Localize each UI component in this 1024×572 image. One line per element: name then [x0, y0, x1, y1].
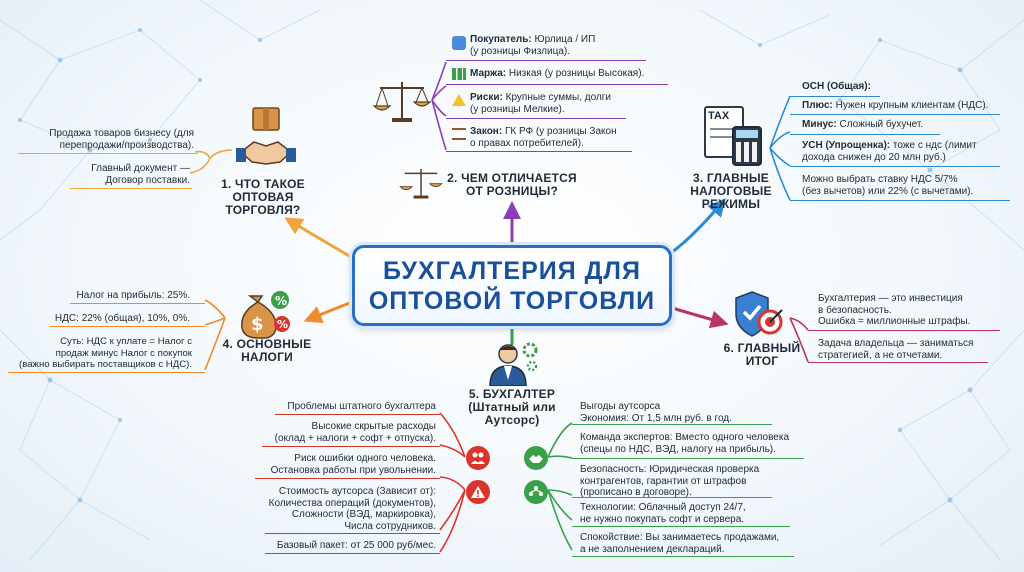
staff-item-3: Риск ошибки одного человека. Остановка р…: [270, 453, 436, 476]
s1-item-2-underline: [70, 188, 192, 189]
staff-item-1-underline: [275, 414, 440, 415]
s4-item-1-underline: [70, 303, 205, 304]
s3-item-4: УСН (Упрощенка): тоже с ндс (лимит доход…: [802, 140, 977, 163]
outsource-item-1-underline: [572, 424, 772, 425]
staff-item-1: Проблемы штатного бухгалтера: [287, 401, 436, 412]
s2-item-1-underline: [446, 60, 646, 61]
bar-chart-icon: [452, 68, 466, 80]
s2-item-3-label: Риски:: [470, 92, 503, 103]
svg-text:%: %: [277, 318, 288, 331]
tax-label: TAX: [708, 110, 730, 122]
s3-item-1: ОСН (Общая):: [802, 81, 871, 92]
people-icon: [452, 36, 466, 50]
scales-icon: [399, 168, 443, 199]
staff-item-5: Базовый пакет: от 25 000 руб/мес.: [276, 540, 436, 551]
staff-item-2: Высокие скрытые расходы (оклад + налоги …: [274, 421, 436, 444]
outsource-item-1: Выгоды аутсорса Экономия: От 1,5 млн руб…: [580, 401, 732, 424]
staff-item-4: Стоимость аутсорса (Зависит от): Количес…: [268, 486, 436, 532]
s6-item-1-underline: [808, 330, 1000, 331]
s1-item-1: Продажа товаров бизнесу (для перепродажи…: [49, 128, 194, 151]
s2-item-2-text: Низкая (у розницы Высокая).: [506, 68, 645, 79]
s2-item-4-label: Закон:: [470, 126, 503, 137]
section-2-title: 2. ЧЕМ ОТЛИЧАЕТСЯ ОТ РОЗНИЦЫ?: [447, 171, 577, 198]
section-5-title: 5. БУХГАЛТЕР (Штатный или Аутсорс): [468, 387, 556, 427]
tax-calculator-icon: TAX: [704, 106, 768, 168]
outsource-item-5-underline: [572, 556, 794, 557]
s1-item-2: Главный документ — Договор поставки.: [91, 163, 190, 186]
outsource-item-2: Команда экспертов: Вместо одного человек…: [580, 432, 790, 455]
s3-item-5: Можно выбрать ставку НДС 5/7% (без вычет…: [802, 174, 974, 197]
handshake-box-icon: [236, 107, 296, 165]
s3-item-1-underline: [790, 96, 880, 97]
s1-item-1-underline: [18, 153, 198, 154]
center-title-box: БУХГАЛТЕРИЯ ДЛЯ ОПТОВОЙ ТОРГОВЛИ: [352, 245, 672, 326]
s4-item-3: Суть: НДС к уплате = Налог с продаж мину…: [19, 336, 192, 370]
s2-item-1-label: Покупатель:: [470, 34, 532, 45]
money-bag-percent-icon: $ % %: [241, 291, 290, 339]
staff-warning-icon: [466, 480, 490, 504]
s6-item-1: Бухгалтерия — это инвестиция в безопасно…: [818, 293, 971, 327]
s4-item-1: Налог на прибыль: 25%.: [76, 290, 190, 301]
center-title-line1: БУХГАЛТЕРИЯ ДЛЯ: [383, 256, 641, 285]
s2-item-3-underline: [446, 118, 626, 119]
scales-icon: [452, 128, 466, 140]
s2-item-2-label: Маржа:: [470, 68, 507, 79]
section-6-title: 6. ГЛАВНЫЙ ИТОГ: [723, 341, 801, 368]
scales-icon: [372, 82, 432, 122]
staff-item-4-underline: [265, 533, 440, 534]
s2-item-3-text: Крупные суммы, долги (у розницы Мелкие).: [470, 92, 612, 115]
section-3-title: 3. ГЛАВНЫЕ НАЛОГОВЫЕ РЕЖИМЫ: [690, 171, 772, 211]
shield-target-icon: [735, 291, 783, 337]
accountant-gears-icon: [489, 342, 538, 386]
outsource-handshake-icon: [524, 446, 548, 470]
outsource-item-5: Спокойствие: Вы занимаетесь продажами, а…: [580, 532, 780, 555]
outsource-team-icon: [524, 480, 548, 504]
section-4-title: 4. ОСНОВНЫЕ НАЛОГИ: [222, 337, 312, 364]
outsource-item-4-underline: [572, 526, 790, 527]
staff-item-2-underline: [262, 446, 440, 447]
s6-item-2-underline: [808, 362, 988, 363]
s2-item-1-text: Юрлица / ИП (у розницы Физлица).: [470, 34, 596, 57]
svg-text:%: %: [275, 294, 287, 308]
s2-item-4-underline: [446, 151, 632, 152]
s3-item-3-underline: [790, 134, 940, 135]
s4-item-3-underline: [8, 372, 205, 373]
section-1-title: 1. ЧТО ТАКОЕ ОПТОВАЯ ТОРГОВЛЯ?: [221, 177, 305, 217]
s4-item-2-underline: [50, 326, 205, 327]
s3-item-5-underline: [790, 200, 1010, 201]
center-title-line2: ОПТОВОЙ ТОРГОВЛИ: [368, 286, 656, 315]
staff-people-icon: [466, 446, 490, 470]
s3-item-3: Минус: Сложный бухучет.: [802, 119, 924, 130]
outsource-item-2-underline: [572, 458, 804, 459]
s3-item-2-underline: [790, 114, 1000, 115]
s4-item-2: НДС: 22% (общая), 10%, 0%.: [54, 313, 190, 324]
s3-item-4-underline: [790, 166, 1000, 167]
s3-item-2: Плюс: Нужен крупным клиентам (НДС).: [802, 100, 989, 111]
svg-text:$: $: [251, 314, 264, 335]
s2-item-4-text: ГК РФ (у розницы Закон о правах потребит…: [470, 126, 617, 149]
outsource-item-4: Технологии: Облачный доступ 24/7, не нуж…: [580, 502, 746, 525]
s2-item-2-underline: [446, 84, 668, 85]
outsource-item-3-underline: [572, 497, 772, 498]
warning-icon: [452, 94, 466, 106]
staff-item-5-underline: [265, 553, 440, 554]
s6-item-2: Задача владельца — заниматься стратегией…: [818, 338, 974, 361]
staff-item-3-underline: [255, 478, 440, 479]
outsource-item-3: Безопасность: Юридическая проверка контр…: [580, 464, 760, 498]
